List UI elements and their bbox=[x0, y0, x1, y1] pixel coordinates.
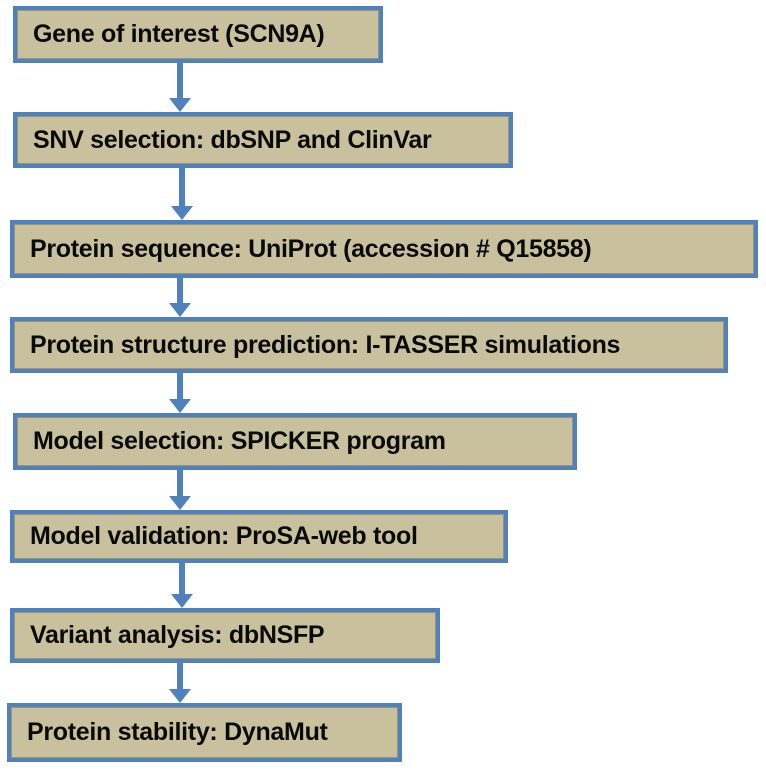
arrow-down-icon bbox=[169, 278, 191, 317]
arrow-down-icon bbox=[169, 63, 191, 112]
arrow-head bbox=[171, 206, 193, 220]
arrow-down-icon bbox=[171, 563, 193, 608]
arrow-line bbox=[179, 168, 185, 207]
flow-step-label: Variant analysis: dbNSFP bbox=[30, 621, 325, 649]
flow-step-label: Protein sequence: UniProt (accession # Q… bbox=[30, 234, 592, 263]
flow-step-model-validation: Model validation: ProSA-web tool bbox=[10, 510, 508, 563]
flow-step-variant-analysis: Variant analysis: dbNSFP bbox=[10, 608, 440, 663]
arrow-down-icon bbox=[169, 470, 191, 510]
arrow-head bbox=[169, 399, 191, 413]
arrow-line bbox=[177, 373, 183, 400]
flow-step-structure-prediction: Protein structure prediction: I-TASSER s… bbox=[10, 317, 728, 373]
flow-step-protein-stability: Protein stability: DynaMut bbox=[7, 703, 402, 762]
flow-step-label: Model validation: ProSA-web tool bbox=[30, 522, 418, 550]
flow-step-label: Protein structure prediction: I-TASSER s… bbox=[30, 330, 621, 359]
flow-step-protein-sequence: Protein sequence: UniProt (accession # Q… bbox=[10, 220, 758, 278]
arrow-line bbox=[177, 470, 183, 497]
flow-step-label: SNV selection: dbSNP and ClinVar bbox=[33, 125, 432, 154]
arrow-head bbox=[169, 98, 191, 112]
arrow-head bbox=[169, 496, 191, 510]
arrow-head bbox=[169, 303, 191, 317]
arrow-head bbox=[169, 689, 191, 703]
flow-step-label: Model selection: SPICKER program bbox=[33, 427, 446, 455]
flow-step-label: Protein stability: DynaMut bbox=[27, 718, 328, 746]
arrow-head bbox=[171, 594, 193, 608]
arrow-line bbox=[177, 663, 183, 690]
arrow-down-icon bbox=[169, 663, 191, 703]
arrow-line bbox=[177, 63, 183, 99]
flow-step-label: Gene of interest (SCN9A) bbox=[33, 20, 325, 48]
flow-step-snv-selection: SNV selection: dbSNP and ClinVar bbox=[13, 112, 513, 168]
arrow-line bbox=[179, 563, 185, 595]
flow-step-model-selection: Model selection: SPICKER program bbox=[13, 413, 577, 470]
arrow-line bbox=[177, 278, 183, 304]
arrow-down-icon bbox=[171, 168, 193, 220]
flow-step-gene-of-interest: Gene of interest (SCN9A) bbox=[13, 6, 383, 63]
arrow-down-icon bbox=[169, 373, 191, 413]
